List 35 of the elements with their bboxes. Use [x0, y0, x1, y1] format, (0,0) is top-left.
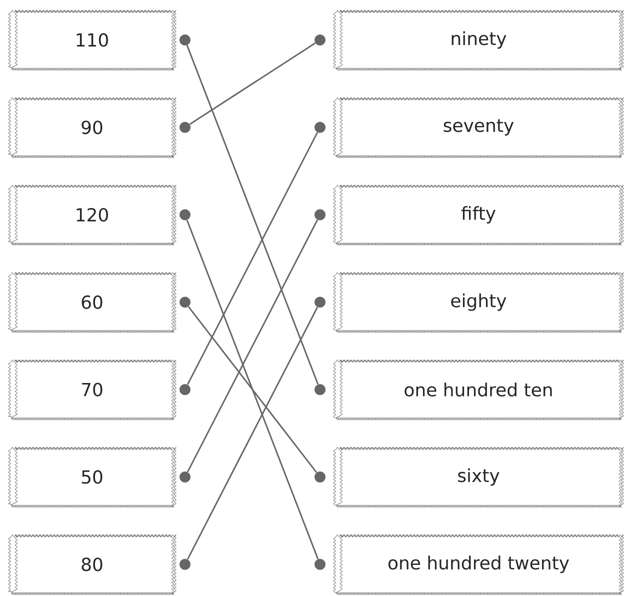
answer-card: one hundred twenty	[333, 534, 624, 595]
connector-dot	[314, 209, 326, 220]
connector-dot	[180, 296, 190, 308]
matching-line	[186, 306, 318, 560]
answer-card: eighty	[333, 272, 624, 333]
connector-dot	[180, 34, 190, 46]
connector-dot	[314, 296, 326, 308]
answer-card: sixty	[333, 447, 624, 508]
matching-line	[186, 220, 318, 472]
answer-card: 120	[8, 184, 176, 246]
answer-card: fifty	[333, 184, 624, 246]
connector-dot	[314, 122, 326, 133]
connector-dot	[180, 209, 190, 220]
matching-line	[186, 132, 318, 385]
connector-dot	[314, 558, 326, 570]
connector-dot	[180, 471, 190, 482]
answer-card: one hundred ten	[333, 360, 624, 420]
matching-line	[188, 306, 318, 473]
answer-card: 90	[8, 98, 176, 158]
answer-card: 80	[8, 534, 176, 595]
matching-line	[189, 42, 316, 125]
connector-dot	[180, 122, 190, 133]
connector-dot	[180, 384, 190, 396]
connector-dot	[314, 384, 326, 396]
answer-card: 50	[8, 447, 176, 508]
matching-line	[186, 220, 319, 560]
connector-dot	[314, 34, 326, 46]
matching-line	[186, 45, 319, 385]
answer-card: 60	[8, 272, 176, 333]
connector-dot	[314, 471, 326, 482]
connector-dot	[180, 558, 190, 570]
answer-card: ninety	[333, 10, 624, 71]
answer-card: seventy	[333, 98, 624, 158]
answer-card: 110	[8, 10, 176, 71]
answer-card: 70	[8, 360, 176, 420]
